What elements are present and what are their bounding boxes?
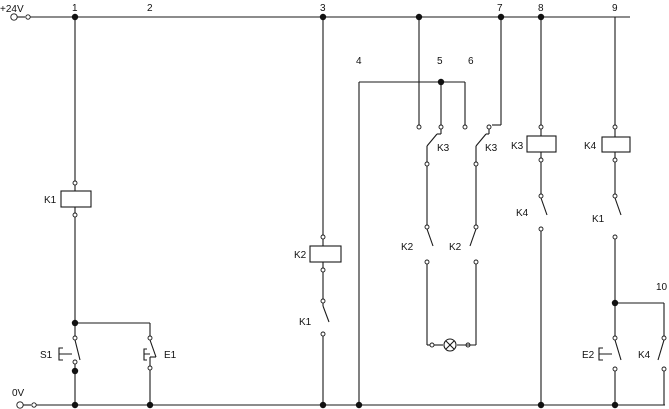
column-number: 1 — [72, 3, 78, 14]
s1-actuator — [58, 347, 72, 361]
e1-actuator — [143, 348, 150, 361]
k4-contact-col10 — [657, 339, 665, 361]
k4-coil — [601, 136, 631, 153]
rung-4-7 — [358, 17, 502, 405]
rail-labels: +24V 0V — [0, 4, 25, 399]
rung-9-10 — [598, 17, 667, 405]
k2-contact-a-label: K2 — [401, 242, 414, 253]
column-number: 2 — [147, 3, 153, 14]
k2-contact-b — [469, 228, 477, 247]
e1-contact — [149, 339, 157, 358]
rung-8 — [526, 17, 557, 405]
k2-contact-a — [426, 228, 434, 247]
column-number: 8 — [538, 3, 544, 14]
s1-label: S1 — [40, 350, 53, 361]
column-number: 10 — [656, 282, 668, 293]
k3-contact-a — [426, 133, 438, 147]
column-number: 7 — [497, 3, 503, 14]
k2-coil-label: K2 — [294, 250, 307, 261]
k3-contact-b-label: K3 — [485, 143, 498, 154]
k4-contact-col8-label: K4 — [516, 208, 529, 219]
k1-contact-col9 — [614, 197, 622, 216]
column-number: 5 — [437, 56, 443, 67]
column-number: 9 — [612, 3, 618, 14]
k1-contact-col3-label: K1 — [299, 317, 312, 328]
e2-contact — [614, 339, 622, 361]
k3-contact-b — [475, 133, 487, 147]
column-number: 6 — [468, 56, 474, 67]
plus-24v-label: +24V — [0, 4, 24, 15]
column-number: 3 — [320, 3, 326, 14]
zero-v-label: 0V — [12, 388, 25, 399]
column-numbers: 1 2 3 4 5 6 7 8 9 10 — [72, 3, 668, 293]
junction-dots — [71, 13, 619, 409]
s1-contact — [74, 339, 81, 361]
k1-contact-col9-label: K1 — [592, 214, 605, 225]
k4-coil-label: K4 — [584, 141, 597, 152]
k3-contact-a-label: K3 — [437, 143, 450, 154]
column-number: 4 — [356, 56, 362, 67]
k2-coil — [309, 245, 342, 263]
rung-1-2 — [58, 17, 157, 405]
e2-actuator — [598, 347, 612, 361]
e1-label: E1 — [164, 350, 177, 361]
supply-rails — [10, 13, 665, 409]
rung-3 — [309, 17, 342, 405]
k1-coil — [60, 190, 92, 208]
k1-contact-col3 — [322, 305, 330, 323]
component-labels: K1 S1 E1 K2 K1 K3 K3 K2 K2 K3 K4 K4 K1 E… — [40, 141, 651, 361]
k3-coil — [526, 135, 557, 153]
k1-coil-label: K1 — [44, 195, 57, 206]
k3-coil-label: K3 — [511, 141, 524, 152]
k4-contact-col10-label: K4 — [638, 350, 651, 361]
k4-contact-col8 — [540, 197, 548, 216]
e2-label: E2 — [582, 350, 595, 361]
k2-contact-b-label: K2 — [449, 242, 462, 253]
zero-v-terminal — [16, 401, 24, 409]
